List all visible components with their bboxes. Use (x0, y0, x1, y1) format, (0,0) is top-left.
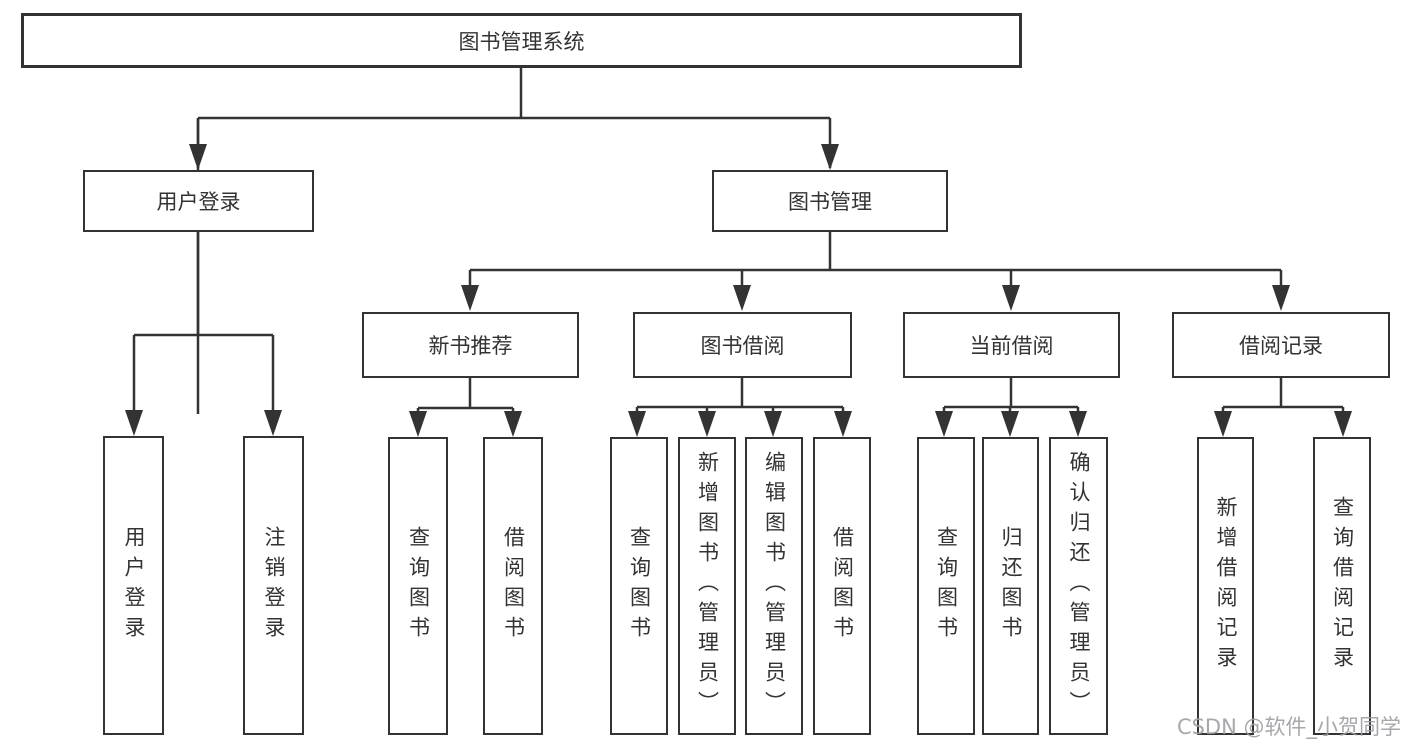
leaf-recommend-query-books-label: 查询图书 (406, 526, 431, 646)
arrow-down-icon (628, 411, 646, 437)
connector-line (132, 232, 275, 414)
arrow-down-icon (698, 411, 716, 437)
arrow-down-icon (1002, 285, 1020, 311)
leaf-current-query-books-label: 查询图书 (934, 526, 959, 646)
leaf-logout-label: 注销登录 (262, 525, 286, 646)
arrow-down-icon (409, 411, 427, 437)
node-user-login: 用户登录 (83, 170, 314, 232)
arrow-down-icon (764, 411, 782, 437)
leaf-borrow-borrow-books: 借阅图书 (813, 437, 871, 735)
arrow-down-icon (125, 410, 143, 436)
node-book-borrow: 图书借阅 (633, 312, 852, 378)
node-borrow-records: 借阅记录 (1172, 312, 1390, 378)
connector-line (942, 378, 1080, 416)
arrow-down-icon (1334, 411, 1352, 437)
connector-line (635, 378, 845, 416)
arrow-down-icon (461, 285, 479, 311)
arrow-down-icon (1069, 411, 1087, 437)
connector-line (416, 378, 515, 416)
leaf-borrow-add-books-admin: 新增图书（管理员） (678, 437, 736, 735)
arrow-down-icon (1214, 411, 1232, 437)
leaf-user-login-label: 用户登录 (122, 525, 146, 646)
arrow-down-icon (821, 144, 839, 170)
node-user-login-label: 用户登录 (156, 190, 241, 214)
leaf-records-add-record-label: 新增借阅记录 (1214, 496, 1238, 676)
leaf-recommend-borrow-books-label: 借阅图书 (501, 526, 526, 646)
node-book-management-label: 图书管理 (788, 190, 872, 214)
leaf-borrow-query-books: 查询图书 (610, 437, 668, 735)
leaf-borrow-add-books-admin-label: 新增图书（管理员） (695, 451, 720, 721)
arrow-down-icon (1272, 285, 1290, 311)
leaf-recommend-borrow-books: 借阅图书 (483, 437, 543, 735)
arrow-down-icon (935, 411, 953, 437)
node-root-label: 图书管理系统 (458, 29, 585, 54)
watermark: CSDN @软件_小贺同学 (1176, 715, 1401, 739)
leaf-current-return-books: 归还图书 (982, 437, 1039, 735)
node-root: 图书管理系统 (21, 13, 1022, 68)
leaf-recommend-query-books: 查询图书 (388, 437, 448, 735)
node-current-borrow-label: 当前借阅 (969, 334, 1054, 358)
node-new-book-recommend: 新书推荐 (362, 312, 579, 378)
arrow-down-icon (504, 411, 522, 437)
leaf-logout: 注销登录 (243, 436, 304, 735)
connector-line (196, 68, 832, 414)
leaf-records-add-record: 新增借阅记录 (1197, 437, 1254, 735)
arrow-down-icon (1001, 411, 1019, 437)
connector-line (468, 232, 1283, 290)
leaf-records-query-record: 查询借阅记录 (1313, 437, 1371, 735)
leaf-borrow-borrow-books-label: 借阅图书 (830, 526, 855, 646)
leaf-current-return-books-label: 归还图书 (999, 526, 1023, 646)
arrow-down-icon (834, 411, 852, 437)
node-book-management: 图书管理 (712, 170, 948, 232)
leaf-current-confirm-return-admin-label: 确认归还（管理员） (1067, 451, 1091, 721)
leaf-current-confirm-return-admin: 确认归还（管理员） (1049, 437, 1108, 735)
arrow-down-icon (733, 285, 751, 311)
leaf-borrow-query-books-label: 查询图书 (627, 526, 652, 646)
node-borrow-records-label: 借阅记录 (1239, 334, 1323, 358)
leaf-borrow-edit-books-admin: 编辑图书（管理员） (745, 437, 803, 735)
node-new-book-recommend-label: 新书推荐 (428, 334, 513, 358)
node-current-borrow: 当前借阅 (903, 312, 1120, 378)
leaf-current-query-books: 查询图书 (917, 437, 975, 735)
node-book-borrow-label: 图书借阅 (700, 334, 785, 358)
arrow-down-icon (264, 410, 282, 436)
leaf-borrow-edit-books-admin-label: 编辑图书（管理员） (762, 451, 787, 721)
connector-line (1221, 378, 1345, 416)
arrow-down-icon (189, 144, 207, 170)
leaf-records-query-record-label: 查询借阅记录 (1330, 496, 1355, 676)
leaf-user-login: 用户登录 (103, 436, 164, 735)
